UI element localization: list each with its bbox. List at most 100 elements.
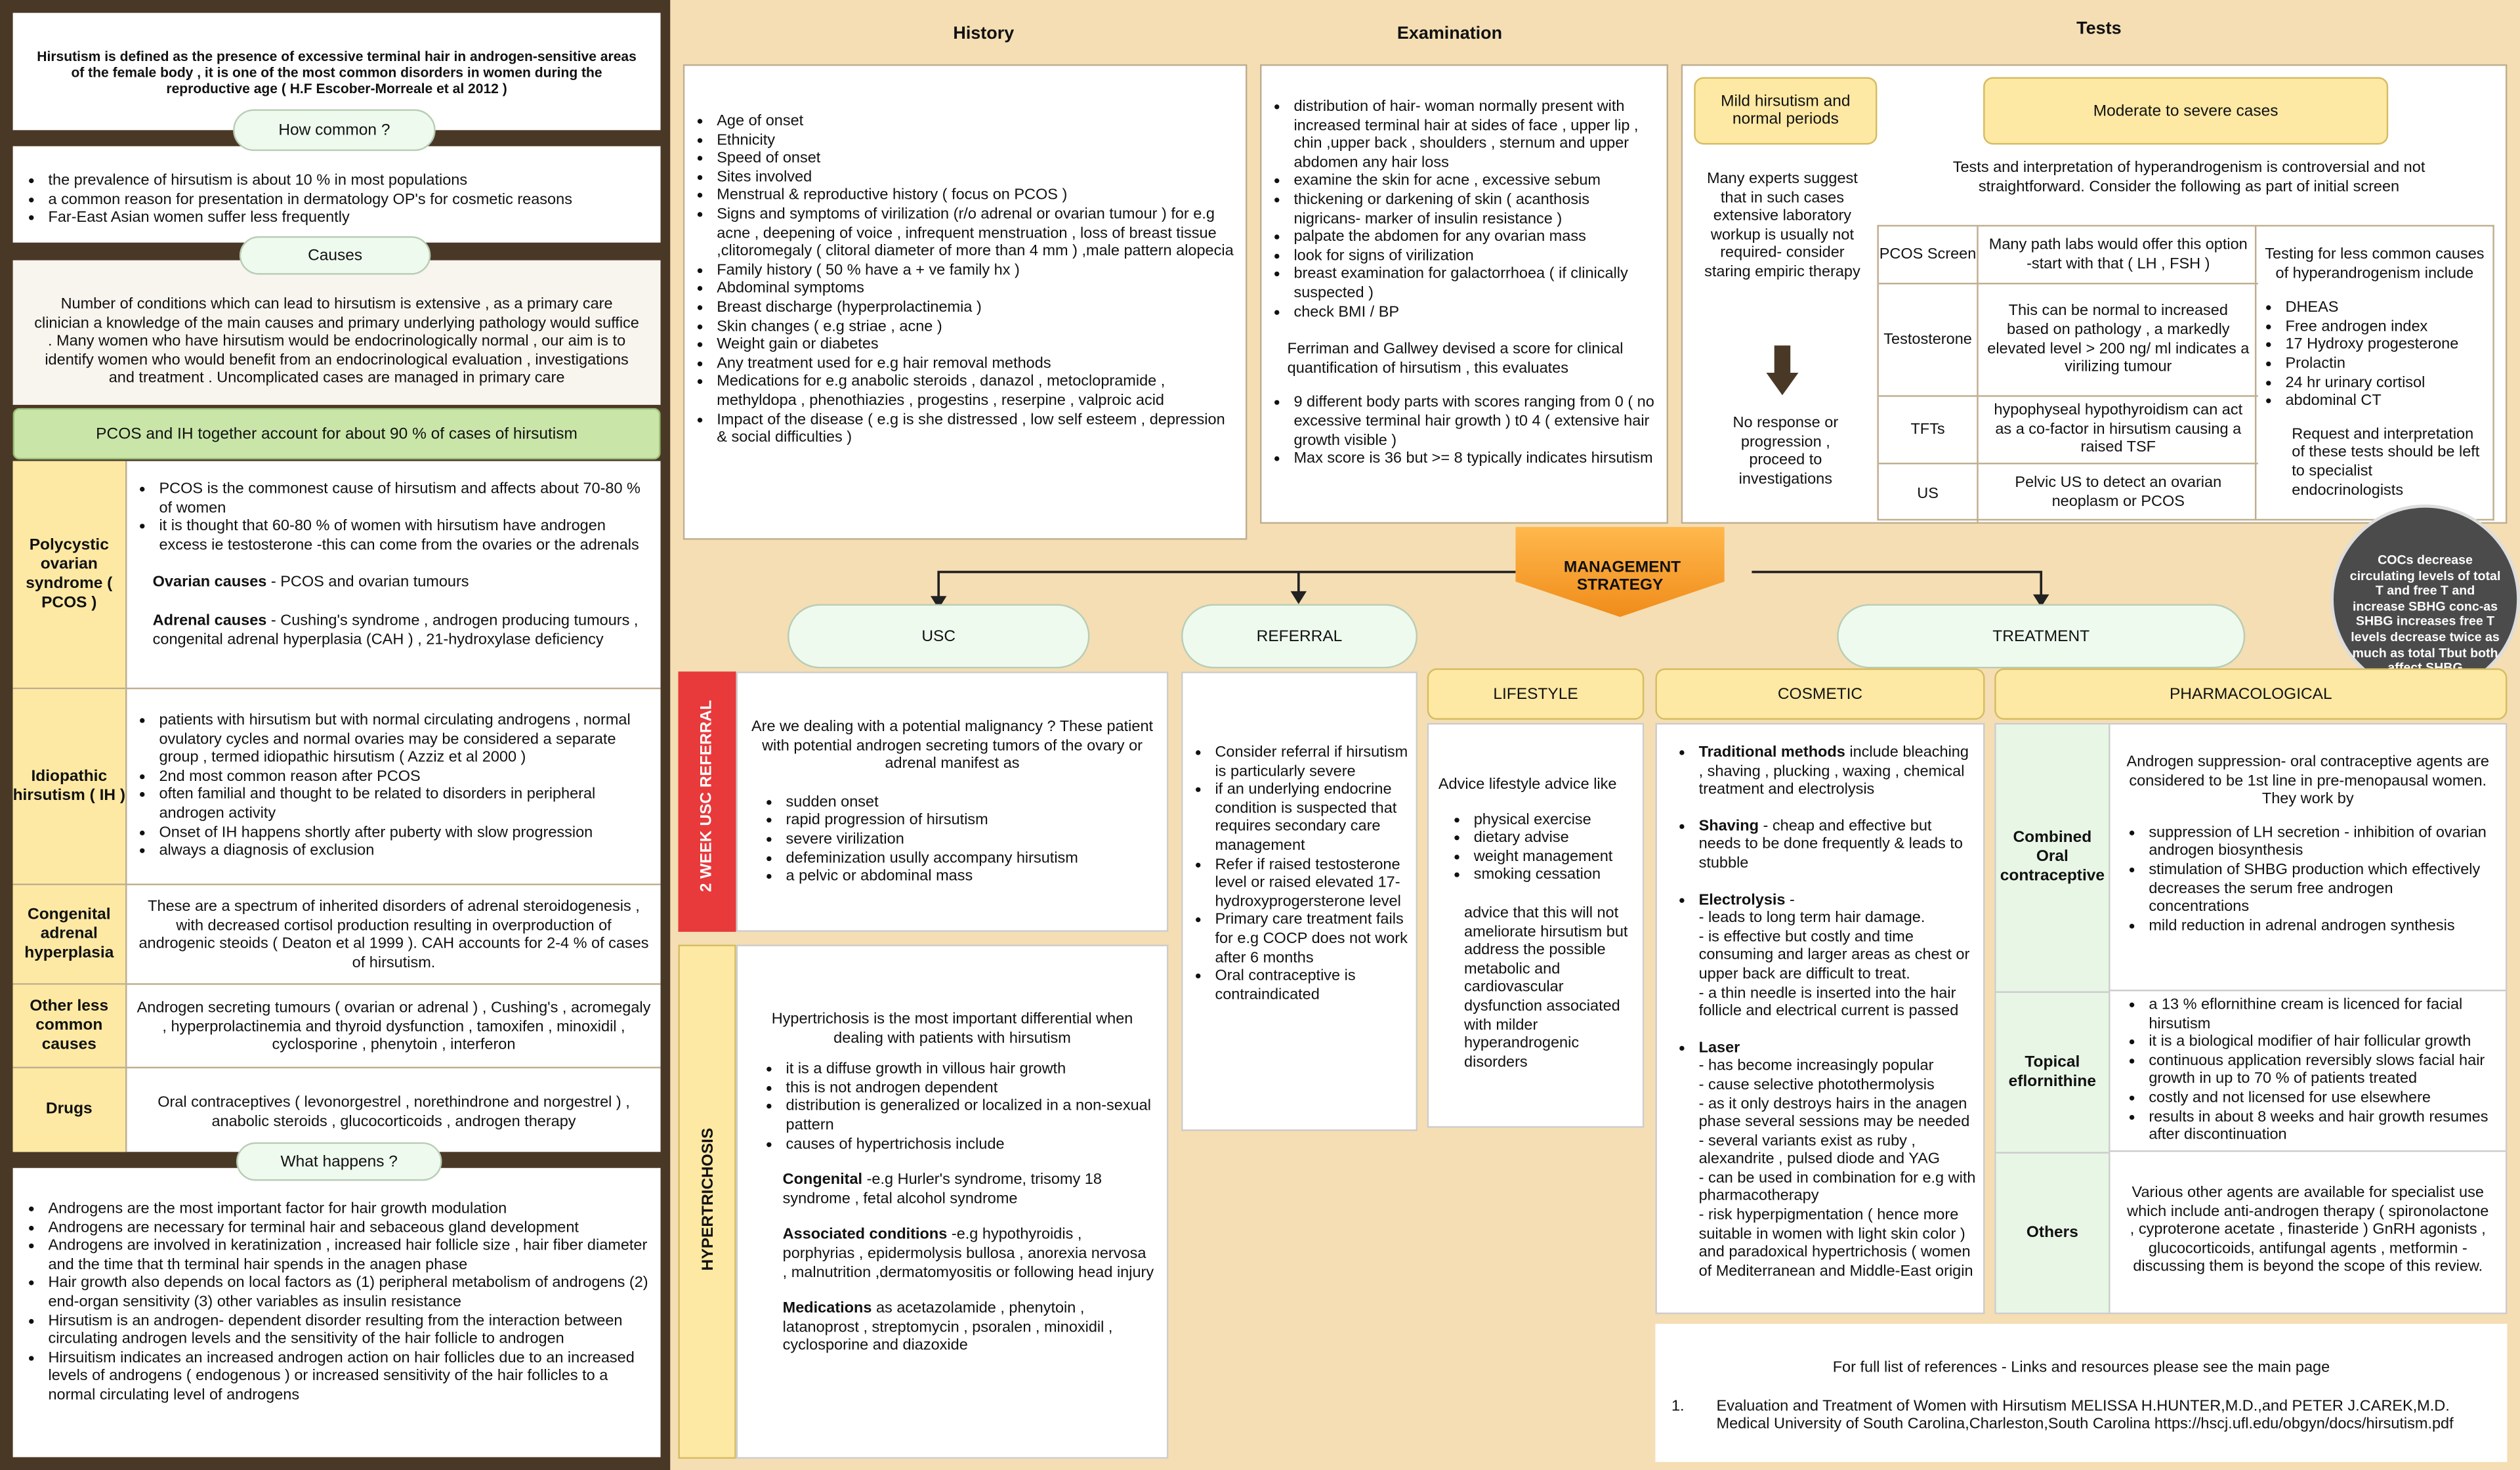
list-item: PCOS is the commonest cause of hirsutism… <box>159 480 650 518</box>
how-common-box: the prevalence of hirsutism is about 10 … <box>12 146 661 243</box>
list-item: rapid progression of hirsutism <box>786 812 1154 830</box>
ferriman-text: Ferriman and Gallwey devised a score for… <box>1287 341 1624 377</box>
list-item: Age of onset <box>717 112 1236 131</box>
list-item: a pelvic or abdominal mass <box>786 868 1154 886</box>
list-item: Oral contraceptive is contraindicated <box>1215 967 1409 1005</box>
list-item: patients with hirsutism but with normal … <box>159 712 650 768</box>
causes-banner: PCOS and IH together account for about 9… <box>12 408 661 460</box>
no-response-text: No response or progression , proceed to … <box>1732 414 1839 488</box>
lifestyle-box: Advice lifestyle advice like physical ex… <box>1427 723 1645 1128</box>
pcos-content: PCOS is the commonest cause of hirsutism… <box>125 461 661 690</box>
coc-label: Combined Oral contraceptive <box>1996 724 2109 992</box>
references-intro: For full list of references - Links and … <box>1832 1359 2330 1377</box>
list-item: Hair growth also depends on local factor… <box>48 1274 650 1312</box>
list-item: 24 hr urinary cortisol <box>2285 373 2486 392</box>
others-label: Others <box>1996 1152 2109 1313</box>
list-item: Breast discharge (hyperprolactinemia ) <box>717 299 1236 317</box>
tests-intro: Tests and interpretation of hyperandroge… <box>1952 159 2426 196</box>
eflornithine-content: a 13 % eflornithine cream is licenced fo… <box>2109 991 2506 1152</box>
list-item: a common reason for presentation in derm… <box>48 190 650 209</box>
list-item: Skin changes ( e.g striae , acne ) <box>717 318 1236 336</box>
list-item: distribution of hair- woman normally pre… <box>1293 98 1656 173</box>
list-item: 2nd most common reason after PCOS <box>159 768 650 786</box>
list-item: Primary care treatment fails for e.g COC… <box>1215 912 1409 967</box>
list-item: DHEAS <box>2285 299 2486 318</box>
list-item: it is thought that 60-80 % of women with… <box>159 518 650 555</box>
list-item: Hirsutism is an androgen- dependent diso… <box>48 1312 650 1349</box>
what-happens-pill: What happens ? <box>236 1142 442 1181</box>
tests-row-desc: This can be normal to increased based on… <box>1978 284 2258 397</box>
list-item: palpate the abdomen for any ovarian mass <box>1293 228 1656 247</box>
usc-pill: USC <box>788 604 1090 669</box>
management-strategy-text: MANAGEMENT STRATEGY <box>1563 558 1681 595</box>
referral-list: Consider referral if hirsutism is partic… <box>1192 744 1410 1004</box>
list-item: Far-East Asian women suffer less frequen… <box>48 209 650 228</box>
mild-text: Many experts suggest that in such cases … <box>1704 170 1860 282</box>
other-causes-content: Androgen secreting tumours ( ovarian or … <box>125 984 661 1068</box>
list-item: Max score is 36 but >= 8 typically indic… <box>1293 450 1656 469</box>
text-line: - as it only destroys hairs in the anage… <box>1698 1095 1970 1131</box>
list-item: abdominal CT <box>2285 392 2486 411</box>
moderate-severe-label: Moderate to severe cases <box>1983 77 2389 145</box>
tests-row-desc: Many path labs would offer this option -… <box>1978 226 2258 285</box>
examination-title: Examination <box>1396 24 1503 44</box>
list-item: continuous application reversibly slows … <box>2149 1052 2496 1089</box>
list-item: Impact of the disease ( e.g is she distr… <box>717 410 1236 448</box>
list-item: 9 different body parts with scores rangi… <box>1293 394 1656 450</box>
examination-box: distribution of hair- woman normally pre… <box>1260 64 1669 524</box>
management-connectors <box>930 570 2049 609</box>
list-item: dietary advise <box>1474 830 1636 848</box>
usc-label: 2 WEEK USC REFERRAL <box>698 700 717 892</box>
tests-row-name: PCOS Screen <box>1878 226 1979 285</box>
lifestyle-intro: Advice lifestyle advice like <box>1438 776 1617 794</box>
text-line: - leads to long term hair damage. <box>1698 910 1925 927</box>
ih-content: patients with hirsutism but with normal … <box>125 689 661 885</box>
list-item: Speed of onset <box>717 150 1236 168</box>
text-line: - can be used in combination for e.g wit… <box>1698 1169 1976 1206</box>
examination-list: distribution of hair- woman normally pre… <box>1271 98 1657 322</box>
list-item: costly and not licensed for use elsewher… <box>2149 1089 2496 1108</box>
cah-label: Congenital adrenal hyperplasia <box>12 885 126 985</box>
text-line: - a thin needle is inserted into the hai… <box>1698 984 1959 1020</box>
text-line: - has become increasingly popular <box>1698 1057 1934 1076</box>
list-item: Androgens are involved in keratinization… <box>48 1237 650 1274</box>
list-item: Weight gain or diabetes <box>717 336 1236 354</box>
how-common-list: the prevalence of hirsutism is about 10 … <box>26 172 651 228</box>
intro-text: Hirsutism is defined as the presence of … <box>37 48 637 96</box>
history-title: History <box>953 24 1015 44</box>
list-item: it is a diffuse growth in villous hair g… <box>786 1060 1154 1079</box>
referral-box: Consider referral if hirsutism is partic… <box>1181 671 1418 1131</box>
text-line: - cause selective photothermolysis <box>1698 1076 1935 1094</box>
list-item: a 13 % eflornithine cream is licenced fo… <box>2149 996 2496 1034</box>
less-common-list: DHEASFree androgen index17 Hydroxy proge… <box>2263 299 2486 411</box>
list-item: distribution is generalized or localized… <box>786 1098 1154 1135</box>
causes-table: Polycystic ovarian syndrome ( PCOS ) PCO… <box>12 461 661 1152</box>
coc-list: suppression of LH secretion - inhibition… <box>2126 824 2496 935</box>
coc-note-circle: COCs decrease circulating levels of tota… <box>2330 504 2520 694</box>
coc-content: Androgen suppression- oral contraceptive… <box>2109 724 2506 992</box>
what-happens-box: Androgens are the most important factor … <box>12 1167 661 1458</box>
causes-text-box: Number of conditions which can lead to h… <box>12 260 661 405</box>
management-strategy-shape: MANAGEMENT STRATEGY <box>1515 526 1725 618</box>
list-item: Androgens are the most important factor … <box>48 1200 650 1219</box>
list-item: Sites involved <box>717 169 1236 187</box>
tests-title: Tests <box>2076 19 2122 39</box>
list-item: defeminization usully accompany hirsutis… <box>786 849 1154 868</box>
hyper-box: Hypertrichosis is the most important dif… <box>736 944 1169 1459</box>
cosmetic-title: COSMETIC <box>1655 668 1985 720</box>
list-item: Hirsuitism indicates an increased androg… <box>48 1349 650 1405</box>
list-item: 17 Hydroxy progesterone <box>2285 337 2486 355</box>
causes-text: Number of conditions which can lead to h… <box>34 295 639 388</box>
cosmetic-box: Traditional methods include bleaching , … <box>1655 723 1985 1314</box>
lifestyle-title: LIFESTYLE <box>1427 668 1645 720</box>
eflornithine-list: a 13 % eflornithine cream is licenced fo… <box>2126 996 2496 1145</box>
references-box: For full list of references - Links and … <box>1655 1324 2508 1462</box>
list-item: Medications for e.g anabolic steroids , … <box>717 373 1236 411</box>
list-item: Androgens are necessary for terminal hai… <box>48 1219 650 1237</box>
list-item: Consider referral if hirsutism is partic… <box>1215 744 1409 781</box>
causes-banner-text: PCOS and IH together account for about 9… <box>96 425 578 443</box>
pharma-title: PHARMACOLOGICAL <box>1994 668 2508 720</box>
tests-row-desc: Pelvic US to detect an ovarian neoplasm … <box>2015 474 2222 511</box>
list-item: it is a biological modifier of hair foll… <box>2149 1034 2496 1052</box>
